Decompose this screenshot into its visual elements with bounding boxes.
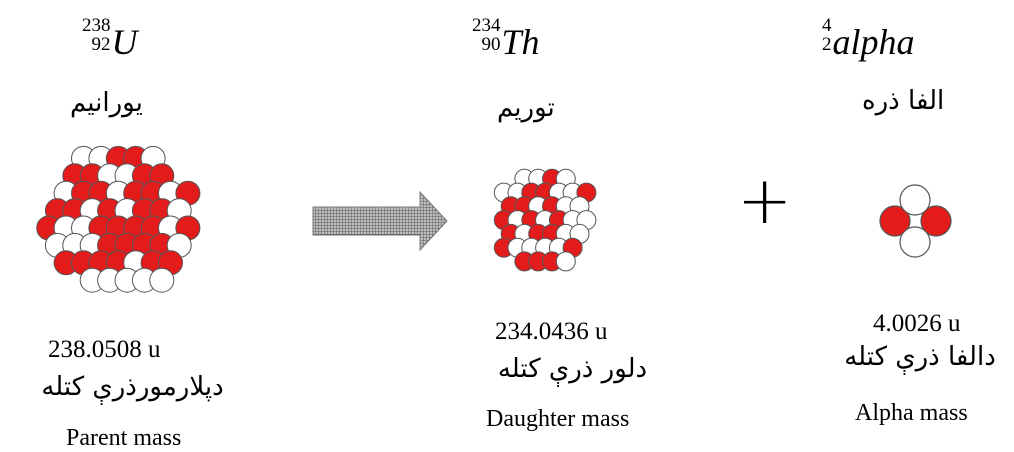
neutron-sphere <box>556 252 575 271</box>
alpha-nucleus <box>880 185 951 257</box>
uranium-nucleus <box>37 146 200 292</box>
neutron-sphere <box>900 185 930 215</box>
neutron-sphere <box>150 268 174 292</box>
neutron-sphere <box>900 227 930 257</box>
decay-arrow <box>313 192 447 250</box>
thorium-nucleus <box>494 169 596 271</box>
